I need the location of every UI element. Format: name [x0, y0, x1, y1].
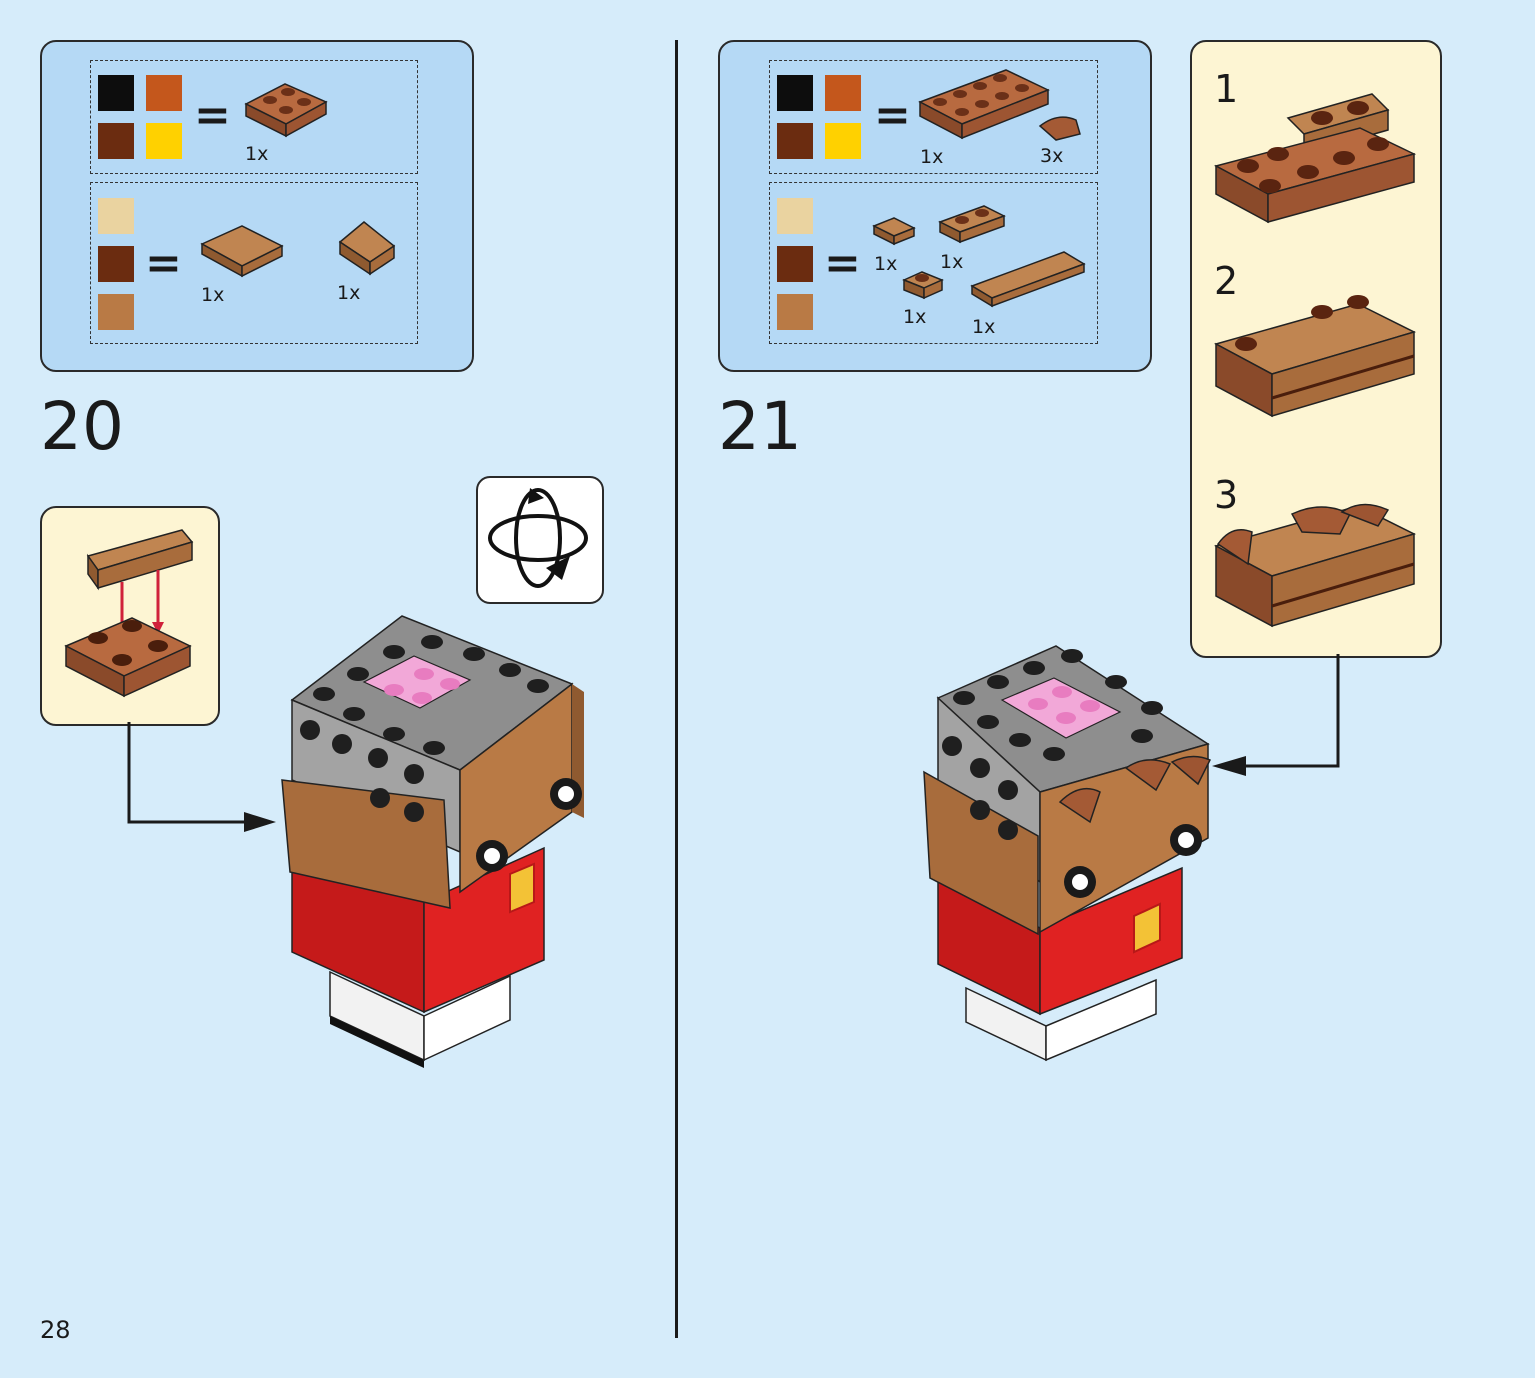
color-swatch-dark-brown [777, 123, 813, 159]
part-curved-slope-reddish-brown [1038, 116, 1081, 141]
substep-2-illustration [1214, 295, 1417, 418]
color-swatch-medium-nougat [98, 294, 134, 330]
qty-label: 1x [940, 251, 964, 273]
substep-number: 1 [1214, 67, 1239, 111]
equals-sign: = [874, 90, 911, 141]
qty-label: 1x [201, 284, 225, 306]
equals-sign: = [145, 238, 182, 289]
step-number: 21 [718, 388, 802, 465]
step20-parts-row-1 [90, 60, 418, 174]
step-number: 20 [40, 388, 124, 465]
color-swatch-tan [98, 198, 134, 234]
color-swatch-medium-nougat [777, 294, 813, 330]
step21-parts-row-1 [769, 60, 1098, 174]
color-swatch-orange-brown [825, 75, 861, 111]
color-swatch-dark-brown [98, 246, 134, 282]
qty-label: 1x [337, 282, 361, 304]
qty-label: 1x [245, 143, 269, 165]
substep-number: 3 [1214, 473, 1239, 517]
step20-parts-row-2 [90, 182, 418, 344]
part-plate-2x4-reddish-brown [918, 69, 1050, 140]
qty-label: 1x [920, 146, 944, 168]
color-swatch-tan [777, 198, 813, 234]
qty-label: 1x [874, 253, 898, 275]
step21-parts-row-2 [769, 182, 1098, 344]
qty-label: 3x [1040, 145, 1064, 167]
color-swatch-orange-brown [146, 75, 182, 111]
color-swatch-yellow [146, 123, 182, 159]
rotate-model-icon [488, 488, 588, 588]
substep-number: 2 [1214, 259, 1239, 303]
part-tile-1x4-medium-nougat [970, 251, 1086, 308]
color-swatch-black [98, 75, 134, 111]
brickheadz-model-step21 [923, 645, 1212, 1062]
part-plate-2x2-reddish-brown [244, 83, 328, 138]
equals-sign: = [824, 238, 861, 289]
part-plate-1x1-medium-nougat [902, 271, 944, 300]
brickheadz-model-step20 [281, 615, 584, 1068]
part-slope-medium-nougat [338, 221, 396, 276]
sub-assembly-illustration [64, 529, 194, 698]
part-plate-1x2-medium-nougat [938, 205, 1006, 244]
substep-3-illustration [1214, 503, 1417, 628]
substep-1-illustration [1213, 93, 1417, 224]
page-divider [675, 40, 678, 1338]
part-tile-2x2-medium-nougat [200, 225, 284, 278]
qty-label: 1x [903, 306, 927, 328]
qty-label: 1x [972, 316, 996, 338]
color-swatch-black [777, 75, 813, 111]
part-tile-1x1-medium-nougat [872, 217, 916, 246]
assembly-arrow [127, 722, 276, 832]
color-swatch-yellow [825, 123, 861, 159]
page-number: 28 [40, 1316, 71, 1344]
assembly-arrow [1212, 654, 1340, 776]
color-swatch-dark-brown [777, 246, 813, 282]
color-swatch-dark-brown [98, 123, 134, 159]
equals-sign: = [194, 90, 231, 141]
